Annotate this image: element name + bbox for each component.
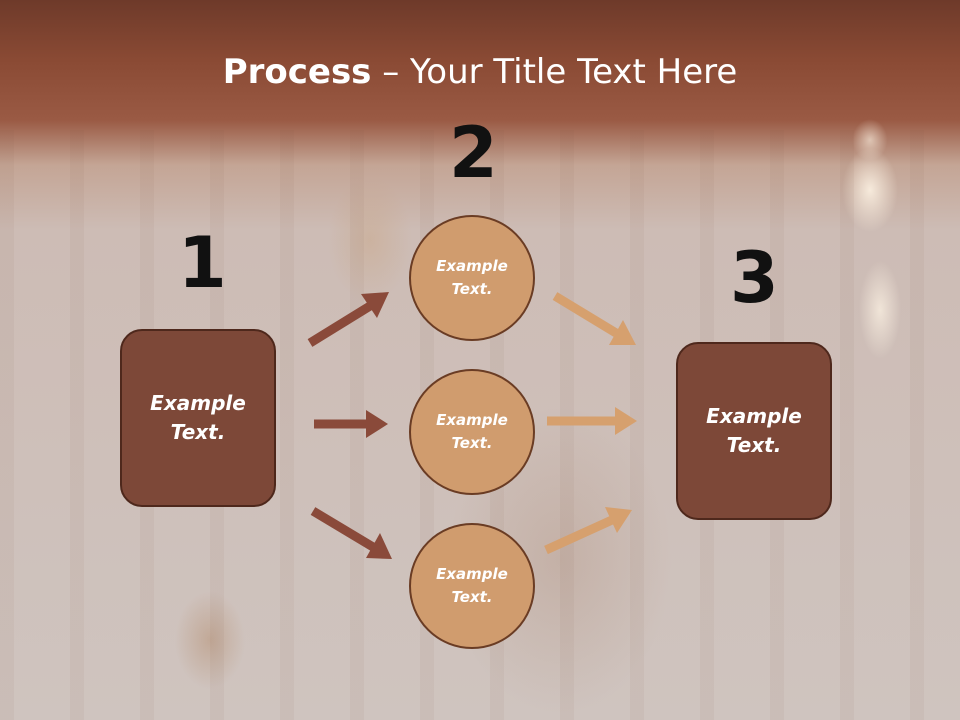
title-bold: Process [222,52,372,92]
arrow-from-bottom-circle [544,507,632,555]
arrow-from-top-circle [552,292,636,345]
step-number-3: 3 [730,237,779,319]
start-box: Example Text. [120,329,276,507]
middle-circle-top: Example Text. [409,215,535,341]
title-rest: – Your Title Text Here [371,52,738,92]
middle-circle-center: Example Text. [409,369,535,495]
arrow-to-bottom-circle [310,507,392,559]
middle-circle-bottom: Example Text. [409,523,535,649]
end-box: Example Text. [676,342,832,520]
step-number-1: 1 [178,222,227,304]
arrow-to-center-circle [314,410,388,438]
arrow-to-top-circle [307,292,389,347]
arrow-from-center-circle [547,407,637,435]
step-number-2: 2 [449,112,498,194]
slide-title: Process – Your Title Text Here [0,52,960,92]
